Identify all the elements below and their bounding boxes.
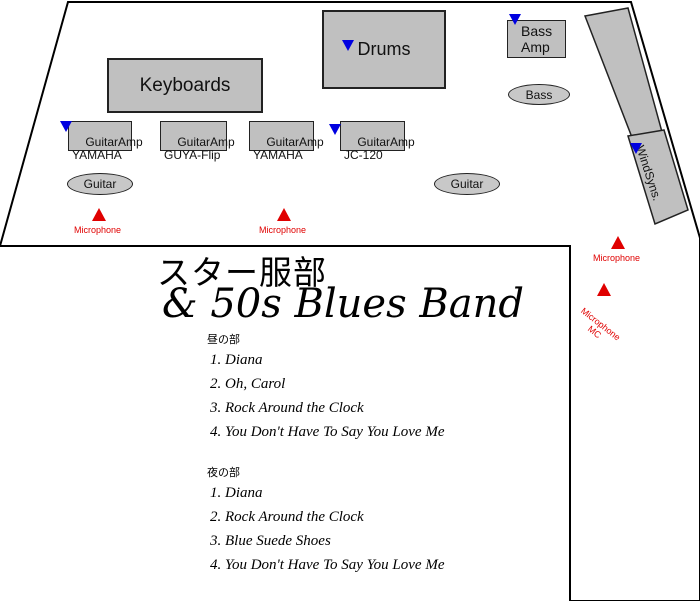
guitar-right-position: Guitar — [434, 173, 500, 195]
guitar-amp-3-label: GuitarAmp YAMAHA — [253, 135, 324, 162]
bass-amp-label: Bass Amp — [521, 23, 553, 55]
guitar-amp-4-marker-icon — [329, 124, 341, 135]
guitar-amp-2-label: GuitarAmp GUYA-Flip — [164, 135, 235, 162]
microphone-1-icon — [92, 208, 106, 221]
band-name-en: & 50s Blues Band — [162, 281, 524, 327]
guitar-amp-1: GuitarAmp YAMAHA — [68, 121, 143, 162]
microphone-2-label: Microphone — [259, 225, 307, 235]
day-song-2: 2. Oh, Carol — [210, 376, 286, 392]
drums-marker-icon — [342, 40, 354, 51]
guitar-right-label: Guitar — [450, 177, 484, 191]
night-song-4: 4. You Don't Have To Say You Love Me — [210, 557, 445, 573]
day-song-1: 1. Diana — [210, 352, 263, 368]
microphone-3-icon — [611, 236, 625, 249]
guitar-amp-4: GuitarAmp JC-120 — [340, 121, 415, 162]
keyboards-block: Keyboards — [107, 58, 263, 113]
night-song-3: 3. Blue Suede Shoes — [210, 533, 331, 549]
band-name-jp: スター服部 — [157, 253, 327, 292]
microphone-3-label: Microphone — [593, 253, 641, 263]
bass-label: Bass — [525, 87, 553, 102]
guitar-amp-2: GuitarAmp GUYA-Flip — [160, 121, 235, 162]
guitar-amp-3: GuitarAmp YAMAHA — [249, 121, 324, 162]
microphone-mc-icon — [597, 283, 611, 296]
guitar-left-position: Guitar — [67, 173, 133, 195]
guitar-amp-1-marker-icon — [60, 121, 72, 132]
guitar-amp-4-label: GuitarAmp JC-120 — [344, 135, 415, 162]
night-song-1: 1. Diana — [210, 485, 263, 501]
microphone-1-label: Microphone — [74, 225, 122, 235]
day-song-4: 4. You Don't Have To Say You Love Me — [210, 424, 445, 440]
day-section-title: 昼の部 — [207, 333, 240, 346]
day-song-3: 3. Rock Around the Clock — [210, 400, 364, 416]
guitar-amp-1-label: GuitarAmp YAMAHA — [72, 135, 143, 162]
drums-label: Drums — [357, 39, 411, 59]
riser-lower — [627, 129, 689, 226]
keyboards-label: Keyboards — [139, 74, 231, 96]
bass-amp-marker-icon — [509, 14, 521, 25]
bass-position: Bass — [508, 84, 570, 105]
night-section-title: 夜の部 — [207, 466, 240, 479]
night-song-2: 2. Rock Around the Clock — [210, 509, 364, 525]
microphone-2-icon — [277, 208, 291, 221]
drums-block: Drums — [322, 10, 446, 89]
bass-amp-block: Bass Amp — [507, 20, 566, 58]
guitar-left-label: Guitar — [83, 177, 117, 191]
windsyns-marker-icon — [630, 143, 642, 154]
